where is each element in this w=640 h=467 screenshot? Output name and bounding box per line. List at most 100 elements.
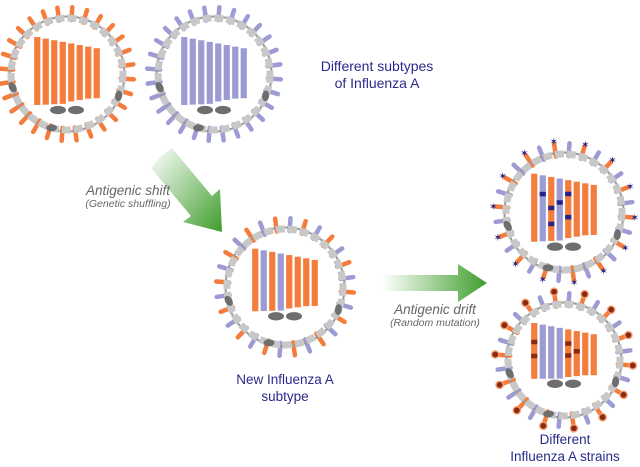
membrane-protein-icon (263, 339, 275, 347)
antigenic-shift-title: Antigenic shift (85, 183, 171, 198)
mutation-star-icon: ✶ (494, 233, 502, 244)
virus-interior (15, 22, 119, 126)
membrane-protein-icon (155, 82, 164, 93)
spike (18, 111, 33, 126)
rna-segment (240, 48, 247, 99)
rna-segment (76, 45, 83, 101)
rna-segment (223, 45, 230, 101)
mutation-star-icon: ✶ (608, 156, 616, 167)
rna-segment (215, 43, 222, 102)
mutation-star-icon: ✶ (499, 172, 507, 183)
virus-subtype-orange (0, 4, 137, 144)
rna-segment (286, 255, 293, 309)
rna-segment (590, 184, 597, 235)
mutation-mark (531, 339, 538, 345)
nucleoprotein-icon (68, 105, 84, 115)
membrane-protein-icon (262, 90, 270, 102)
nucleoprotein-icon (268, 312, 284, 321)
rna-segment (303, 258, 310, 307)
rna-segment (294, 256, 301, 308)
nucleoprotein-icon (547, 242, 563, 251)
mutation-dot-icon (495, 380, 504, 390)
rna-segment (206, 41, 213, 104)
membrane-protein-icon (505, 368, 514, 379)
rna-segment (565, 180, 572, 239)
membrane-protein-icon (503, 220, 512, 231)
spike (165, 111, 180, 126)
spike (149, 91, 166, 101)
virus-strain-dot (490, 287, 638, 433)
membrane-ring (504, 300, 624, 420)
new-subtype-caption-line2: subtype (261, 389, 309, 404)
membrane-protein-icon (8, 82, 17, 93)
spike (290, 340, 298, 358)
virus-interior (510, 158, 618, 266)
antigenic-shift-subtitle: (Genetic shuffling) (85, 198, 171, 210)
virus-subtype-purple (144, 4, 284, 144)
antigenic-drift-arrow-icon (383, 264, 487, 302)
mutation-dot-icon (606, 305, 616, 314)
nucleoprotein-icon (565, 242, 581, 251)
mutation-mark (531, 353, 538, 359)
spike (302, 336, 313, 354)
mutation-mark (565, 214, 572, 220)
mutation-star-icon: ✶ (520, 149, 528, 160)
spike (523, 152, 535, 168)
strains-caption-line2: Influenza A strains (510, 449, 620, 464)
antigenic-drift-caption: Antigenic drift (Random mutation) (360, 302, 510, 329)
rna-segment (311, 259, 318, 306)
rna-segment (277, 253, 284, 311)
virus-layer: ✶✶✶✶✶✶✶✶✶✶✶✶✶✶ (0, 4, 639, 433)
membrane-protein-icon (542, 264, 554, 272)
mutation-star-icon: ✶ (631, 213, 639, 224)
mutation-mark (548, 205, 555, 211)
nucleoprotein-icon (50, 105, 66, 115)
rna-segment (573, 331, 580, 377)
rna-segment (539, 175, 546, 242)
mutation-mark (565, 341, 572, 346)
mutation-mark (565, 191, 572, 197)
spike (511, 162, 526, 176)
rna-segment (548, 326, 555, 379)
mutation-star-icon: ✶ (550, 137, 558, 148)
membrane-protein-icon (115, 90, 123, 102)
rna-segment (232, 46, 239, 99)
mutation-mark (565, 353, 572, 358)
mutation-dot-icon (490, 350, 500, 359)
membrane-ring (502, 150, 626, 274)
strains-caption: Different Influenza A strains (490, 431, 640, 465)
antigenic-drift-title: Antigenic drift (394, 302, 476, 317)
spike (277, 340, 283, 359)
mutation-star-icon: ✶ (599, 266, 607, 277)
rna-segment (582, 332, 589, 376)
rna-segment (189, 38, 196, 105)
membrane-protein-icon (334, 304, 342, 316)
rna-segment (539, 324, 546, 379)
mutation-dot-icon (569, 423, 579, 433)
rna-segment (556, 327, 563, 379)
mutation-dot-icon (500, 320, 509, 330)
mutation-dot-icon (598, 412, 607, 422)
mutation-dot-icon (512, 406, 522, 415)
membrane-protein-icon (46, 124, 58, 132)
rna-segment (252, 248, 259, 312)
mutation-mark (539, 191, 546, 197)
virus-interior (162, 22, 266, 126)
membrane-protein-icon (543, 410, 555, 418)
membrane-protein-icon (193, 124, 205, 132)
rna-segment (260, 250, 267, 312)
new-subtype-caption: New Influenza A subtype (210, 371, 360, 405)
spike (156, 101, 172, 114)
spike (9, 101, 25, 114)
rna-segment (590, 334, 597, 376)
antigenic-drift-subtitle: (Random mutation) (390, 317, 480, 329)
nucleoprotein-icon (565, 379, 581, 388)
mutation-dot-icon (624, 330, 633, 340)
mutation-star-icon: ✶ (539, 275, 547, 286)
virus-strain-star: ✶✶✶✶✶✶✶✶✶✶✶✶✶✶ (489, 137, 639, 289)
spike (495, 365, 513, 372)
spike (2, 91, 19, 101)
virus-new-subtype (213, 215, 357, 359)
